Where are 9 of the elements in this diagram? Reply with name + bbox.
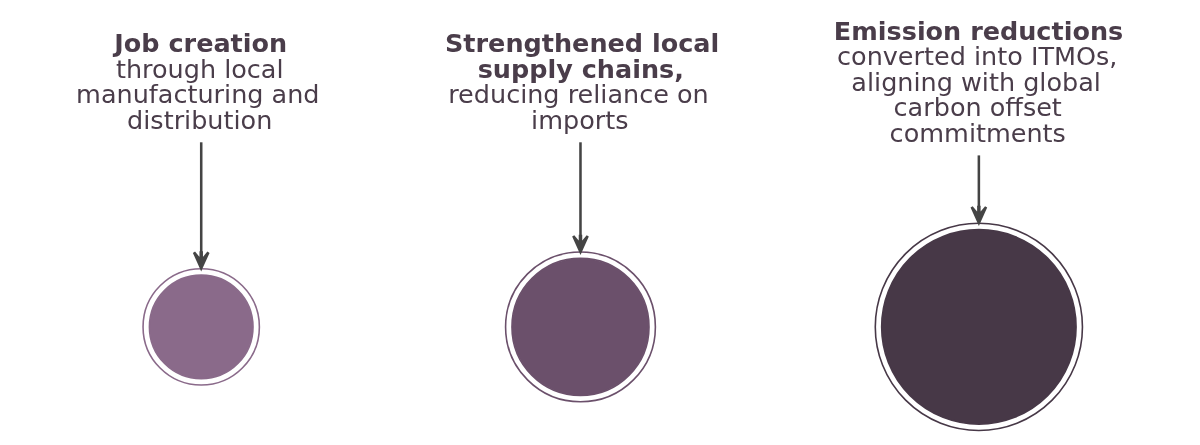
node-gear	[504, 251, 657, 403]
arrow	[970, 155, 988, 225]
node-text: Emission reductions converted into ITMOs, aligning with global carbon offset commitments	[833, 15, 1124, 148]
node-gear	[142, 267, 261, 386]
node-text: Job creation through local manufacturing and distribution	[76, 28, 320, 135]
arrow	[192, 142, 210, 270]
node-text: Strengthened local supply chains, reducing reliance on imports	[445, 28, 720, 135]
arrow	[572, 142, 589, 254]
node-gear	[874, 222, 1084, 432]
